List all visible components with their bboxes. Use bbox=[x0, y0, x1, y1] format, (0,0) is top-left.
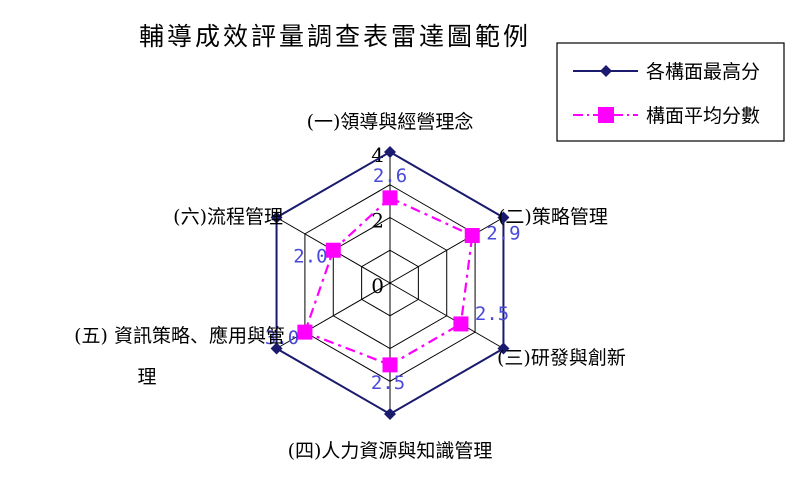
category-label-5: (五) 資訊策略、應用與管 bbox=[74, 324, 285, 347]
tick-label-2: 2 bbox=[371, 209, 384, 233]
data-label-2: 2.9 bbox=[486, 223, 520, 245]
category-label-3: (三)研發與創新 bbox=[497, 347, 626, 369]
category-label-5-wrap: 理 bbox=[137, 366, 156, 388]
chart-title: 輔導成效評量調查表雷達圖範例 bbox=[139, 22, 531, 51]
legend: 各構面最高分 構面平均分數 bbox=[556, 42, 785, 142]
grid-spoke-2 bbox=[389, 217, 504, 284]
legend-diamond-marker bbox=[600, 65, 612, 77]
grid-spoke-5 bbox=[276, 282, 391, 349]
data-label-4: 2.5 bbox=[371, 372, 405, 394]
data-label-3: 2.5 bbox=[475, 303, 509, 325]
series-max-marker-2 bbox=[497, 211, 510, 224]
series-average-marker-4 bbox=[382, 357, 398, 373]
legend-label-max: 各構面最高分 bbox=[646, 61, 760, 83]
data-label-1: 2.6 bbox=[373, 165, 407, 187]
series-average-marker-2 bbox=[464, 228, 480, 244]
value-labels: 2.6 2.9 2.5 2.5 3.0 2.0 bbox=[265, 165, 521, 394]
series-max-marker-1 bbox=[384, 146, 396, 158]
legend-square-marker bbox=[598, 107, 614, 123]
tick-label-0: 0 bbox=[371, 274, 384, 298]
data-label-6: 2.0 bbox=[293, 245, 327, 267]
legend-label-average: 構面平均分數 bbox=[646, 105, 760, 127]
series-max-marker-5 bbox=[270, 342, 283, 355]
grid-spoke-3 bbox=[389, 282, 504, 349]
category-label-4: (四)人力資源與知識管理 bbox=[288, 440, 493, 462]
series-average-marker-6 bbox=[325, 242, 341, 258]
category-label-2: (二)策略管理 bbox=[498, 206, 608, 228]
tick-label-4: 4 bbox=[371, 143, 384, 167]
series-average-marker-1 bbox=[382, 190, 398, 206]
category-label-1: (一)領導與經營理念 bbox=[307, 110, 474, 133]
series-max bbox=[270, 146, 510, 420]
data-label-5: 3.0 bbox=[265, 327, 299, 349]
legend-box bbox=[556, 42, 785, 142]
series-average-marker-3 bbox=[453, 316, 469, 332]
series-average-marker-5 bbox=[297, 324, 313, 340]
series-max-marker-6 bbox=[270, 211, 283, 224]
category-label-6: (六)流程管理 bbox=[173, 206, 283, 228]
series-average bbox=[297, 190, 480, 373]
category-labels: (一)領導與經營理念 (二)策略管理 (三)研發與創新 (四)人力資源與知識管理… bbox=[74, 110, 626, 462]
series-max-marker-3 bbox=[497, 342, 510, 355]
series-max-marker-4 bbox=[384, 408, 396, 420]
